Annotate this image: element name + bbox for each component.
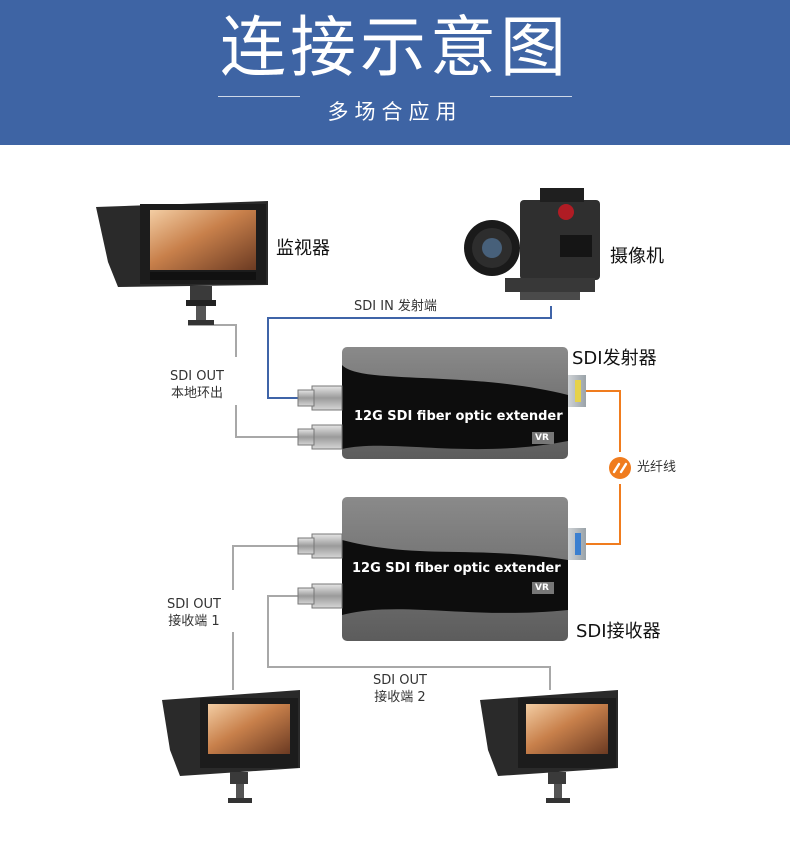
loop-out-line1: SDI OUT: [170, 369, 224, 384]
transmitter-logo: VR: [535, 433, 549, 443]
monitor-bottom-right-graphic: [480, 690, 618, 803]
transmitter-print: 12G SDI fiber optic extender: [354, 409, 563, 424]
out2-line2: 接收端 2: [374, 690, 426, 705]
fiber-cable-bottom: [586, 484, 621, 545]
connection-diagram: [96, 188, 631, 803]
fiber-icon: [609, 457, 631, 479]
transmitter-label: SDI发射器: [572, 348, 657, 369]
out1-line2: 接收端 1: [168, 614, 220, 629]
out1-cable-top: [232, 545, 300, 590]
out1-label: SDI OUT 接收端 1: [160, 596, 228, 630]
monitor-label: 监视器: [276, 238, 330, 259]
sdi-in-cable: [267, 306, 552, 399]
fiber-cable-top: [586, 390, 621, 452]
page-title: 连接示意图: [220, 9, 570, 86]
out2-line1: SDI OUT: [373, 673, 427, 688]
monitor-top-graphic: [96, 201, 268, 325]
loop-out-cable-bottom: [235, 405, 300, 438]
loop-out-line2: 本地环出: [170, 386, 223, 401]
loop-out-label: SDI OUT 本地环出: [166, 368, 228, 402]
camera-label: 摄像机: [610, 246, 664, 267]
divider-left: [218, 96, 300, 97]
out2-label: SDI OUT 接收端 2: [366, 672, 434, 706]
camera-graphic: [464, 188, 600, 300]
sdi-in-label: SDI IN 发射端: [354, 299, 437, 314]
receiver-logo: VR: [535, 583, 549, 593]
divider-right: [490, 96, 572, 97]
transmitter-graphic: [297, 347, 586, 459]
receiver-graphic: [297, 497, 586, 641]
out2-cable: [267, 595, 551, 690]
receiver-label: SDI接收器: [576, 621, 661, 642]
monitor-bottom-left-graphic: [162, 690, 300, 803]
fiber-label: 光纤线: [637, 460, 677, 475]
receiver-print: 12G SDI fiber optic extender: [352, 561, 561, 576]
page-subtitle: 多场合应用: [327, 100, 463, 124]
out1-line1: SDI OUT: [167, 597, 221, 612]
loop-out-cable-top: [188, 324, 237, 357]
header-banner: 连接示意图 多场合应用: [0, 0, 790, 145]
